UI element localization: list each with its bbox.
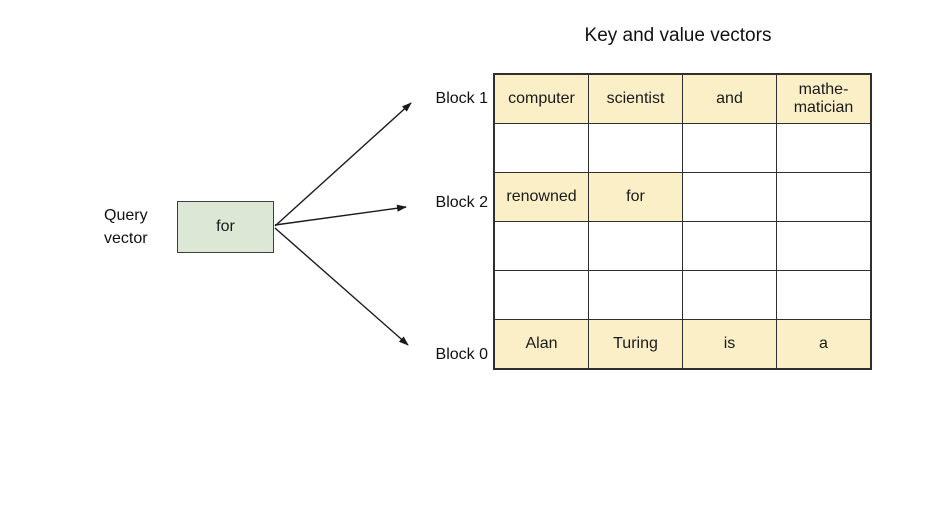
table-cell [682,123,777,173]
table-row: computer scientist and mathe-matician [493,73,872,124]
block-0-label: Block 0 [435,346,488,363]
table-cell [776,123,872,173]
query-vector-label-line2: vector [104,230,148,247]
query-vector-box-text: for [216,218,235,235]
arrow-to-block-2 [274,204,407,226]
table-row: Alan Turing is a [493,319,872,370]
table-row [493,123,872,173]
table-cell: scientist [588,73,683,124]
table-cell [493,221,589,271]
table-cell: renowned [493,172,589,222]
table-cell [588,221,683,271]
query-vector-label: Query vector [104,204,148,250]
table-cell [776,172,872,222]
table-cell [682,172,777,222]
table-cell [588,123,683,173]
block-1-label: Block 1 [435,90,488,107]
table-cell [493,123,589,173]
table-cell: mathe-matician [776,73,872,124]
table-cell [682,221,777,271]
table-cell [682,270,777,320]
key-value-table: computer scientist and mathe-matician re… [493,73,872,370]
table-cell: for [588,172,683,222]
table-cell [588,270,683,320]
arrow-to-block-0 [274,227,409,346]
table-cell: Turing [588,319,683,370]
table-cell: computer [493,73,589,124]
query-vector-label-line1: Query [104,207,148,224]
arrow-to-block-1 [274,102,412,227]
table-cell: a [776,319,872,370]
table-row: renowned for [493,172,872,222]
table-row [493,221,872,271]
table-cell: Alan [493,319,589,370]
table-cell [776,221,872,271]
table-row [493,270,872,320]
diagram-title: Key and value vectors [584,25,772,46]
table-cell: is [682,319,777,370]
table-cell [776,270,872,320]
table-cell [493,270,589,320]
block-2-label: Block 2 [435,194,488,211]
query-vector-box: for [177,201,274,253]
table-cell: and [682,73,777,124]
